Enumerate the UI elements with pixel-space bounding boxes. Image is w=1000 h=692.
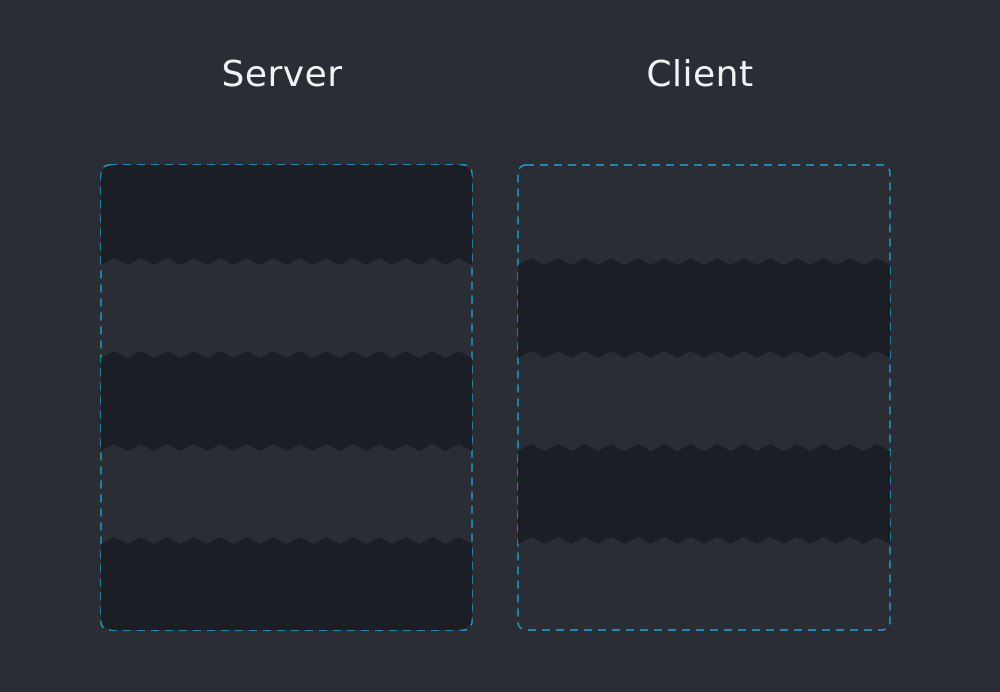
server-column-title: Server: [221, 54, 343, 95]
client-dashed-outline: [517, 164, 891, 631]
server-column: [100, 164, 473, 631]
client-rendered-segment-2: [518, 258, 890, 358]
server-rendered-segment-1: [101, 165, 472, 265]
client-column-title: Client: [646, 54, 754, 95]
server-rendered-segment-3: [101, 351, 472, 451]
server-rendered-segment-5: [101, 537, 472, 630]
client-column: [517, 164, 891, 631]
client-rendered-segment-4: [518, 444, 890, 544]
